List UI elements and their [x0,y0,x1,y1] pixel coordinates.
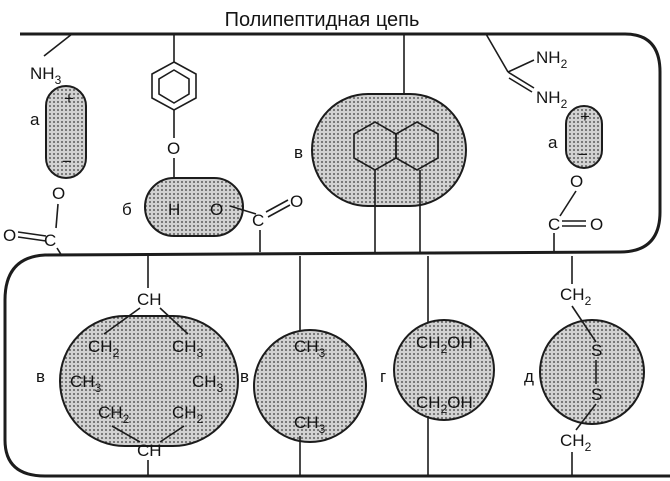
ch2oh-top: CH2OH [416,333,473,356]
label-v-leucine: в [36,367,45,386]
sulfur-top: S [591,341,602,360]
ch3-mid-right: CH3 [192,372,224,395]
oxygen-double-b: O [290,192,303,211]
polypeptide-chain [3,32,670,478]
ch2-lower-right: CH2 [172,403,204,426]
label-a-left: а [30,110,40,129]
hydrogen-bond [144,177,244,237]
oxygen-acceptor: O [210,200,223,219]
plus-sign-left: + [64,89,74,108]
carbon-b: C [252,211,264,230]
carbon-left: C [44,231,56,250]
oxygen-double-left: O [3,226,16,245]
ch2-lower-left: CH2 [98,403,130,426]
label-d: д [524,367,534,386]
sulfur-bottom: S [591,385,602,404]
nh2-group-bottom: NH2 [536,88,568,111]
ionic-bond-right [565,105,603,169]
hydrogen-atom: H [168,200,180,219]
ionic-bond-left [45,85,87,179]
oxygen-left: O [52,184,65,203]
ch2-cys-top: CH2 [560,285,592,308]
ch3-mid-left: CH3 [70,372,102,395]
naphthalene-ring-right [395,121,439,171]
oxygen-right: O [570,172,583,191]
ch3-upper-right: CH3 [172,337,204,360]
hydrophobic-leucine [59,315,239,447]
carbon-right: C [548,215,560,234]
label-v-methyl: в [240,367,249,386]
nh3-group: NH3 [30,64,62,87]
label-v-top: в [294,143,303,162]
hydrogen-bond-serine [393,319,495,421]
nh2-group-top: NH2 [536,48,568,71]
diagram-title: Полипептидная цепь [225,9,420,31]
hydrophobic-aromatic [311,93,467,207]
hydrophobic-methyl [253,329,367,443]
ch-bottom: CH [137,441,162,460]
disulfide-bridge [539,319,645,425]
minus-sign-right: − [578,145,588,164]
oxygen-tyrosine: O [167,139,180,158]
ch2oh-bottom: CH2OH [416,393,473,416]
ch-top: CH [137,290,162,309]
ch3-top: CH3 [294,337,326,360]
ch2-cys-bottom: CH2 [560,431,592,454]
minus-sign-left: − [62,152,72,171]
ch2-upper-left: CH2 [88,337,120,360]
label-g: г [380,367,386,386]
oxygen-double-right: O [590,215,603,234]
label-a-right: а [548,133,558,152]
plus-sign-right: + [580,107,590,126]
ch3-bottom: CH3 [294,413,326,436]
label-b: б [122,200,132,219]
